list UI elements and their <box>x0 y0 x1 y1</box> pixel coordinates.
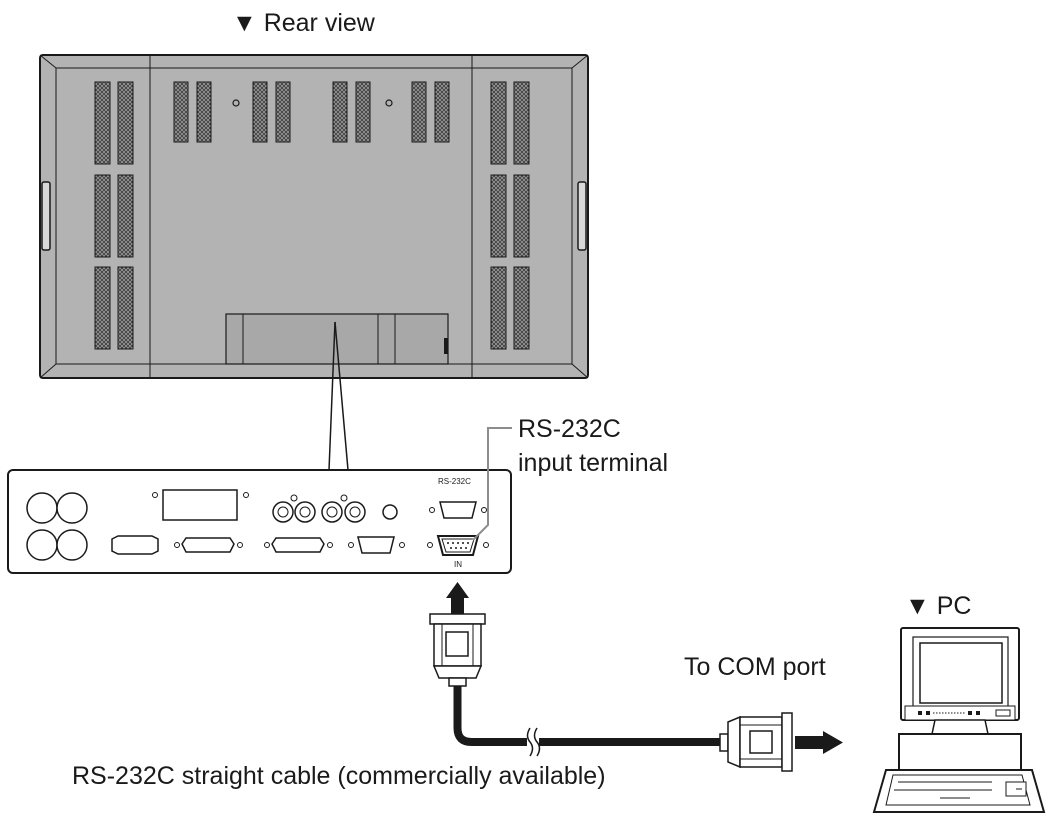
pc-base-unit <box>898 733 1022 771</box>
rs232c-cable <box>453 686 722 746</box>
right-vents <box>490 81 530 350</box>
cable-label: RS-232C straight cable (commercially ava… <box>72 762 606 790</box>
dsub-port <box>357 536 395 554</box>
rear-view-label: ▼ Rear view <box>232 9 375 37</box>
rs232c-terminal-label: RS-232C <box>518 415 621 443</box>
top-center-vents <box>173 81 450 143</box>
cable-connector-vertical <box>429 613 486 687</box>
left-handle <box>41 181 51 251</box>
audio-jack <box>56 529 88 561</box>
rs232c-out-port <box>439 501 477 519</box>
arrow-up-icon <box>446 582 469 614</box>
monitor-rear <box>39 54 589 379</box>
pc-illustration <box>872 627 1046 813</box>
rs232c-leader-line <box>472 427 512 541</box>
terminal-panel <box>7 469 512 574</box>
left-vents <box>94 81 134 350</box>
audio-jack <box>26 492 58 524</box>
dvi-port-bottom <box>271 537 325 553</box>
com-port-label: To COM port <box>684 653 826 681</box>
audio-jack <box>26 529 58 561</box>
panel-in-label: IN <box>454 560 462 569</box>
serial-port <box>111 535 159 555</box>
arrow-right-icon <box>795 731 843 754</box>
pc-label: ▼ PC <box>905 592 972 620</box>
cable-connector-horizontal <box>719 712 793 772</box>
rca-jacks <box>272 494 398 523</box>
audio-jack <box>56 492 88 524</box>
input-terminal-label: input terminal <box>518 449 669 477</box>
pc-screen <box>919 642 1003 704</box>
right-handle <box>577 181 587 251</box>
zoom-callout <box>328 321 349 471</box>
panel-rs232c-label: RS-232C <box>438 477 471 486</box>
dvi-port <box>162 489 238 521</box>
vga-port <box>181 537 235 553</box>
cable-break-mark <box>526 727 541 757</box>
